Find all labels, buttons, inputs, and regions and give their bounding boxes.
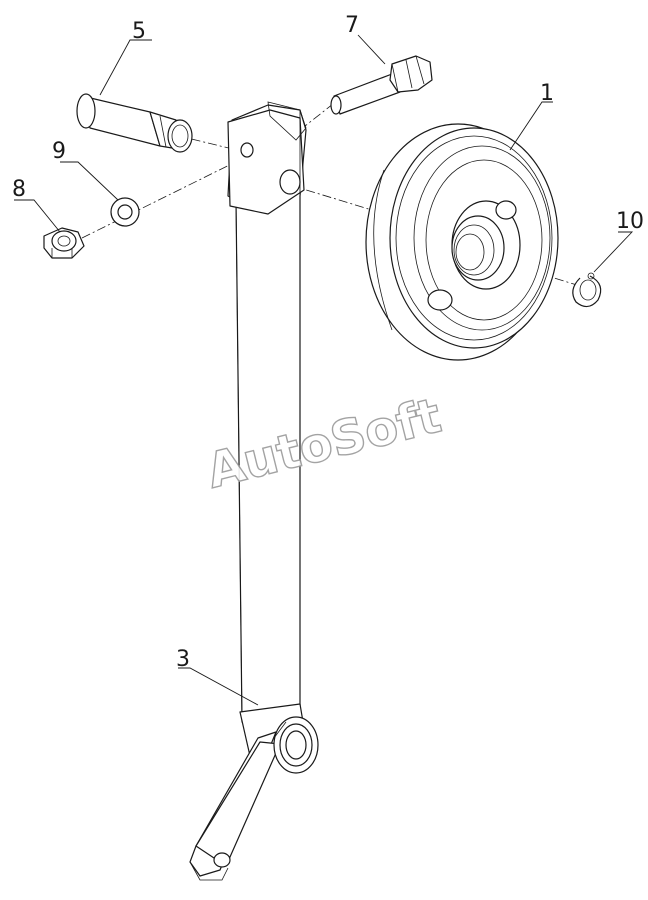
pin-part-5 bbox=[76, 93, 193, 153]
callout-part-3: 3 bbox=[176, 647, 190, 672]
callout-part-5: 5 bbox=[132, 19, 146, 44]
callout-part-7: 7 bbox=[345, 13, 359, 38]
pulley-part-1 bbox=[365, 123, 559, 361]
leader-lines bbox=[14, 34, 634, 706]
lever-arm-part-3 bbox=[189, 101, 319, 881]
callout-part-1: 1 bbox=[540, 81, 554, 106]
nut-part-8 bbox=[43, 227, 85, 259]
washer-part-9 bbox=[110, 197, 140, 227]
callout-part-10: 10 bbox=[616, 209, 644, 234]
callout-labels: 1 3 5 7 8 9 10 bbox=[12, 13, 644, 672]
circlip-part-10 bbox=[572, 272, 602, 308]
bolt-part-7 bbox=[330, 55, 433, 115]
callout-part-9: 9 bbox=[52, 139, 66, 164]
callout-part-8: 8 bbox=[12, 177, 26, 202]
